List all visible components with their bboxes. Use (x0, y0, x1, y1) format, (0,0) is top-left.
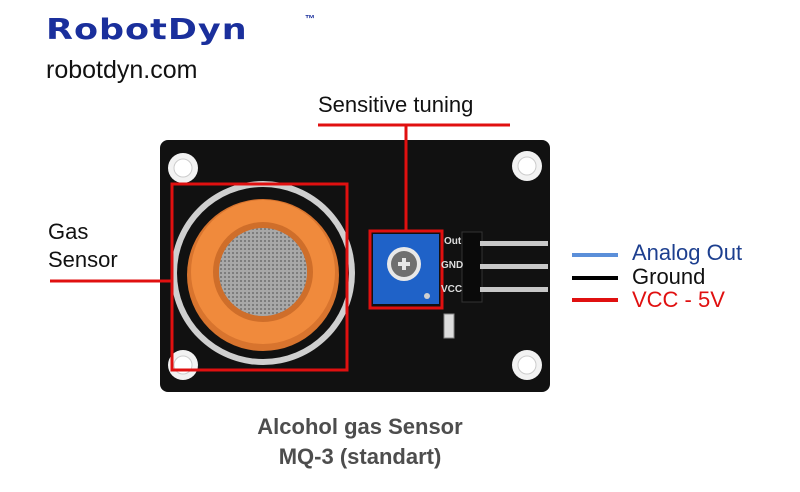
legend-vcc: VCC - 5V (632, 287, 725, 312)
pin-label-out: Out (444, 236, 462, 247)
caption-title: Alcohol gas Sensor (257, 414, 463, 439)
pin-label-gnd: GND (441, 260, 464, 271)
pin-label-vcc: VCC (441, 284, 463, 295)
callouts (50, 123, 510, 372)
gas-sensor-label-line2: Sensor (48, 247, 118, 272)
legend-analog-out: Analog Out (632, 240, 743, 265)
caption-model: MQ-3 (standart) (278, 444, 442, 469)
brand-logo: RobotDyn (46, 13, 248, 47)
potentiometer (373, 234, 439, 304)
gas-sensor-label-line1: Gas (48, 219, 89, 244)
gas-sensor-element (171, 181, 355, 365)
sensitive-tuning-label: Sensitive tuning (318, 92, 474, 117)
smd-component (443, 313, 455, 339)
trademark-symbol: ™ (305, 14, 315, 25)
pin-header (461, 231, 548, 303)
legend-ground: Ground (632, 264, 706, 289)
website-url: robotdyn.com (46, 56, 198, 84)
mounting-holes (168, 151, 542, 380)
